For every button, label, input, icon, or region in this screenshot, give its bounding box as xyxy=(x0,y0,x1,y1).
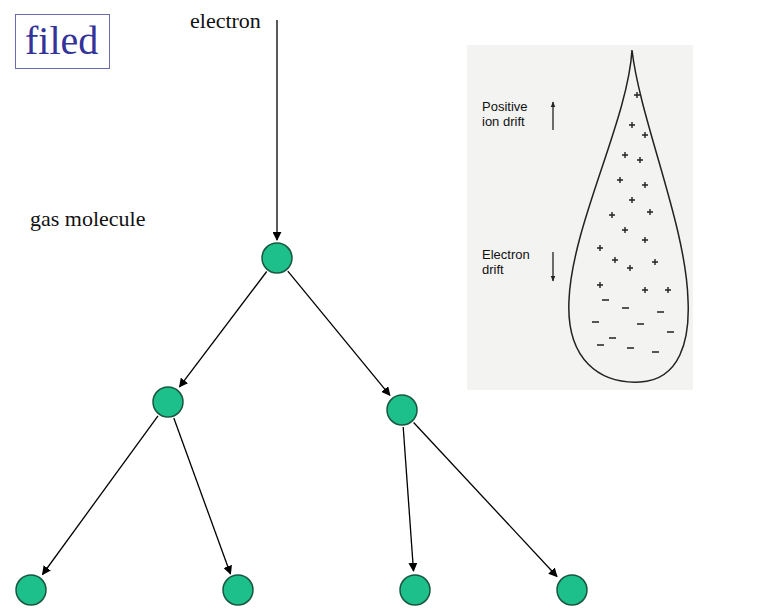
positive-ion-signs xyxy=(597,92,671,293)
drift-label: Positive ion drift xyxy=(482,100,546,130)
branch-arrow xyxy=(288,271,390,395)
branch-arrow xyxy=(403,427,413,571)
gas-molecule xyxy=(387,395,417,425)
electron-drift-arrow xyxy=(552,252,553,281)
drift-inset xyxy=(467,45,693,390)
gas-molecule xyxy=(153,387,183,417)
gas-molecule xyxy=(16,575,46,605)
electron-arrow xyxy=(276,20,277,240)
branch-arrow xyxy=(180,272,267,387)
avalanche-drop xyxy=(569,50,688,382)
diagram-label: electron xyxy=(190,8,261,33)
branch-arrow xyxy=(43,416,159,575)
electron-signs xyxy=(592,300,674,352)
branch-arrow xyxy=(174,418,231,574)
branch-arrow xyxy=(414,423,557,577)
ion-drift-arrow xyxy=(552,102,553,130)
drift-label: Electron drift xyxy=(482,248,546,278)
gas-molecule xyxy=(400,575,430,605)
gas-molecule xyxy=(262,243,292,273)
gas-molecule xyxy=(557,575,587,605)
diagram-label: gas molecule xyxy=(30,206,145,231)
inset-ground xyxy=(467,45,693,390)
gas-molecule xyxy=(223,575,253,605)
box-text: filed xyxy=(25,19,100,63)
field-box: filed xyxy=(15,14,110,69)
